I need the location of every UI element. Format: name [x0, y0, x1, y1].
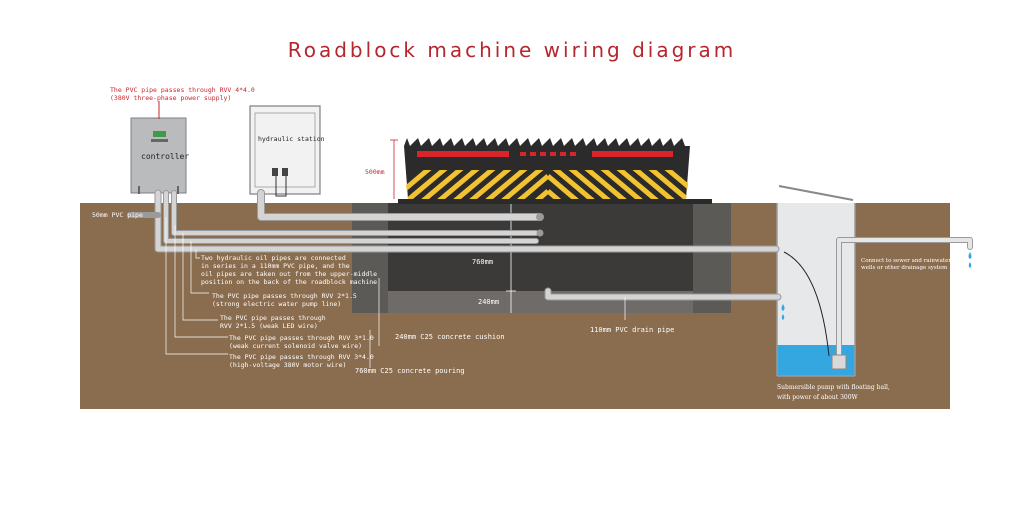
sewer-note-1: Connect to sewer and rainwater	[861, 258, 951, 264]
rvv-2x1.5-pump-line1: The PVC pipe passes through RVV 2*1.5	[212, 292, 357, 300]
drain-pipe-label: 110mm PVC drain pipe	[590, 326, 675, 334]
roadblock-spikes	[404, 138, 690, 146]
sewer-note-2: wells or other drainage system	[861, 265, 948, 271]
submersible-pump	[831, 354, 847, 370]
rvv-2x1.5-pump-line2: (strong electric water pump line)	[212, 300, 342, 308]
pump-note-1: Submersible pump with floating ball,	[777, 384, 890, 391]
power-note-line2: (380V three-phase power supply)	[110, 94, 232, 102]
warning-light-right	[592, 151, 673, 157]
float-ball-cable	[783, 251, 830, 357]
oil-pipe-note-3: oil pipes are taken out from the upper-m…	[201, 270, 378, 278]
rvv-3x4.0-line2: (high-voltage 380V motor wire)	[229, 361, 347, 369]
rvv-3x1.0-line1: The PVC pipe passes through RVV 3*1.0	[229, 334, 374, 342]
rvv-2x1.5-led-line1: The PVC pipe passes through	[220, 314, 326, 322]
hydraulic-station-label: hydraulic station	[258, 135, 325, 143]
well-cover	[778, 185, 854, 201]
controller-box	[130, 117, 187, 194]
warning-light-center	[520, 152, 576, 156]
pvc-pipes	[127, 189, 973, 363]
power-note-line1: The PVC pipe passes through RVV 4*4.0	[110, 86, 255, 94]
roadblock-base-plate	[398, 199, 712, 204]
depth-240-label: 240mm	[478, 298, 500, 306]
hydraulic-station-box	[249, 105, 321, 195]
pvc-50-label: 50mm PVC pipe	[92, 211, 143, 219]
oil-pipe-note-1: Two hydraulic oil pipes are connected	[201, 254, 346, 262]
rvv-3x4.0-line1: The PVC pipe passes through RVV 3*4.0	[229, 353, 374, 361]
height-500-label: 500mm	[365, 168, 385, 176]
cushion-label: 240mm C25 concrete cushion	[395, 333, 505, 341]
rvv-2x1.5-led-line2: RVV 2*1.5 (weak LED wire)	[220, 322, 318, 330]
controller-label: controller	[141, 152, 190, 161]
warning-light-left	[417, 151, 509, 157]
oil-pipe-note-2: in series in a 110mm PVC pipe, and the	[201, 262, 350, 270]
controller-display	[153, 131, 166, 137]
diagram-title: Roadblock machine wiring diagram	[287, 38, 737, 62]
rvv-3x1.0-line2: (weak current solenoid valve wire)	[229, 342, 363, 350]
depth-760-label: 760mm	[472, 258, 494, 266]
pump-note-2: with power of about 300W	[777, 394, 858, 401]
pouring-label: 760mm C25 concrete pouring	[355, 367, 465, 375]
oil-pipe-note-4: position on the back of the roadblock ma…	[201, 278, 378, 286]
